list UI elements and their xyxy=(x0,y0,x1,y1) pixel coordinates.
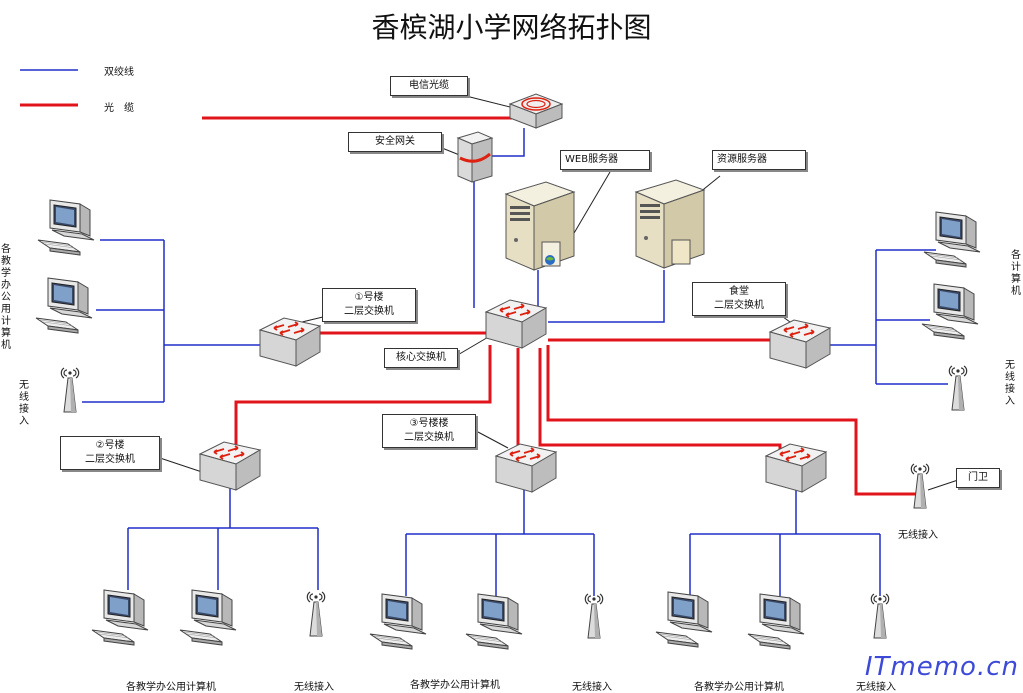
bottom3-wireless-ap xyxy=(870,593,890,639)
callout-leaders xyxy=(159,95,959,491)
security-gateway xyxy=(456,131,494,183)
building1-switch-label: ①号楼 二层交换机 xyxy=(322,288,416,322)
bottom1-computer-1 xyxy=(91,589,149,646)
core-switch xyxy=(485,299,547,349)
guard-wireless-label: 无线接入 xyxy=(898,530,938,541)
bottom2-computer-1 xyxy=(369,593,427,650)
bottom2-computers-label: 各教学办公用计算机 xyxy=(410,680,500,691)
switch-4 xyxy=(765,443,827,493)
bottom1-computers-label: 各教学办公用计算机 xyxy=(126,682,216,693)
core-switch-label: 核心交换机 xyxy=(384,348,458,368)
telecom-fiber-label: 电信光缆 xyxy=(390,76,468,96)
left-computers-label: 各教学办公用计算机 xyxy=(1,244,11,351)
bottom2-computer-2 xyxy=(465,593,523,650)
right-computer-1 xyxy=(923,211,981,268)
fiber-core-switch4 xyxy=(538,348,782,455)
web-server-label: WEB服务器 xyxy=(560,150,650,170)
building3-switch-label: ③号楼楼 二层交换机 xyxy=(382,414,476,448)
right-computers-label: 各计算机 xyxy=(1011,250,1021,297)
guard-label: 门卫 xyxy=(956,468,1000,488)
building2-switch xyxy=(199,441,261,491)
building2-switch-label: ②号楼 二层交换机 xyxy=(60,436,160,470)
bottom1-wireless-label: 无线接入 xyxy=(294,682,334,693)
building1-switch xyxy=(259,317,321,367)
bottom3-computers-label: 各教学办公用计算机 xyxy=(694,682,784,693)
legend-twisted-pair-label: 双绞线 xyxy=(104,67,134,78)
resource-server-label: 资源服务器 xyxy=(712,150,806,170)
guard-wireless-ap xyxy=(910,463,930,509)
web-server xyxy=(505,181,575,271)
left-computer-2 xyxy=(35,277,93,334)
left-wireless-label: 无线接入 xyxy=(19,380,29,427)
building3-switch xyxy=(495,443,557,493)
bottom3-computer-1 xyxy=(655,591,713,648)
twisted-pair-links xyxy=(82,128,948,596)
canteen-switch-label: 食堂 二层交换机 xyxy=(692,282,786,316)
telecom-router xyxy=(508,93,564,129)
bottom2-wireless-label: 无线接入 xyxy=(572,682,612,693)
right-computer-2 xyxy=(921,283,979,340)
bottom2-wireless-ap xyxy=(584,593,604,639)
bottom1-computer-2 xyxy=(179,589,237,646)
canteen-switch xyxy=(769,319,831,369)
fiber-core-guard xyxy=(546,345,918,496)
bottom3-computer-2 xyxy=(747,593,805,650)
fiber-core-building2 xyxy=(234,345,492,450)
right-wireless-ap xyxy=(948,365,968,411)
left-computer-1 xyxy=(37,199,95,256)
bottom3-wireless-label: 无线接入 xyxy=(856,682,896,693)
security-gateway-label: 安全网关 xyxy=(348,132,442,152)
diagram-title: 香槟湖小学网络拓扑图 xyxy=(371,11,652,44)
resource-server xyxy=(635,179,705,269)
fiber-links xyxy=(202,116,918,496)
bottom1-wireless-ap xyxy=(306,591,326,637)
watermark: ITmemo.cn xyxy=(864,652,1019,682)
left-wireless-ap xyxy=(60,367,80,413)
right-wireless-label: 无线接入 xyxy=(1005,360,1015,407)
legend-fiber-label: 光 缆 xyxy=(104,103,134,114)
